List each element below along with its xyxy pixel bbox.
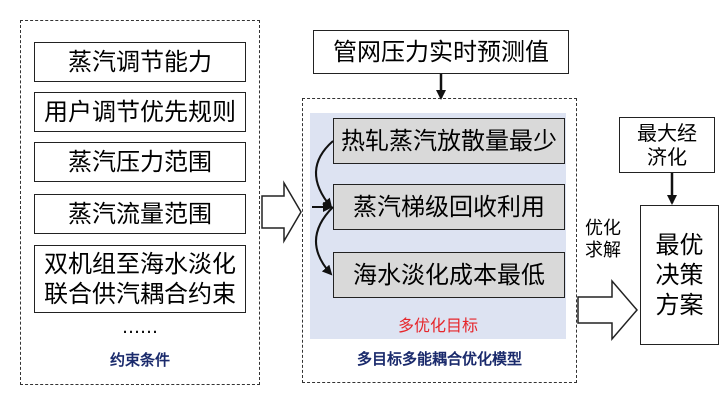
constraint-dual-unit-coupling: 双机组至海水淡化 联合供汽耦合约束 <box>34 245 246 313</box>
constraint-user-priority: 用户调节优先规则 <box>34 92 246 132</box>
objective-min-venting: 热轧蒸汽放散量最少 <box>333 118 565 164</box>
model-to-result-arrow <box>577 278 638 342</box>
optimal-decision-box: 最优 决策 方案 <box>640 205 719 345</box>
constraint-steam-regulation: 蒸汽调节能力 <box>34 42 246 82</box>
objective-cascade-recovery: 蒸汽梯级回收利用 <box>333 184 565 230</box>
constraint-steam-pressure: 蒸汽压力范围 <box>34 142 246 182</box>
constraints-caption: 约束条件 <box>109 351 170 369</box>
constraints-to-model-arrow <box>261 180 302 244</box>
objective-link-bottom <box>315 206 334 276</box>
model-caption: 多目标多能耦合优化模型 <box>356 350 522 368</box>
constraints-ellipsis: …… <box>122 317 158 338</box>
objective-min-desalination-cost: 海水淡化成本最低 <box>333 252 565 298</box>
constraint-steam-flow: 蒸汽流量范围 <box>34 194 246 234</box>
max-economy-box: 最大经 济化 <box>619 117 715 173</box>
solve-label: 优化 求解 <box>585 218 621 261</box>
network-pressure-prediction-box: 管网压力实时预测值 <box>313 30 569 74</box>
constraints-panel <box>20 20 260 385</box>
objective-link-top <box>315 140 334 209</box>
multi-objective-label: 多优化目标 <box>397 316 478 335</box>
